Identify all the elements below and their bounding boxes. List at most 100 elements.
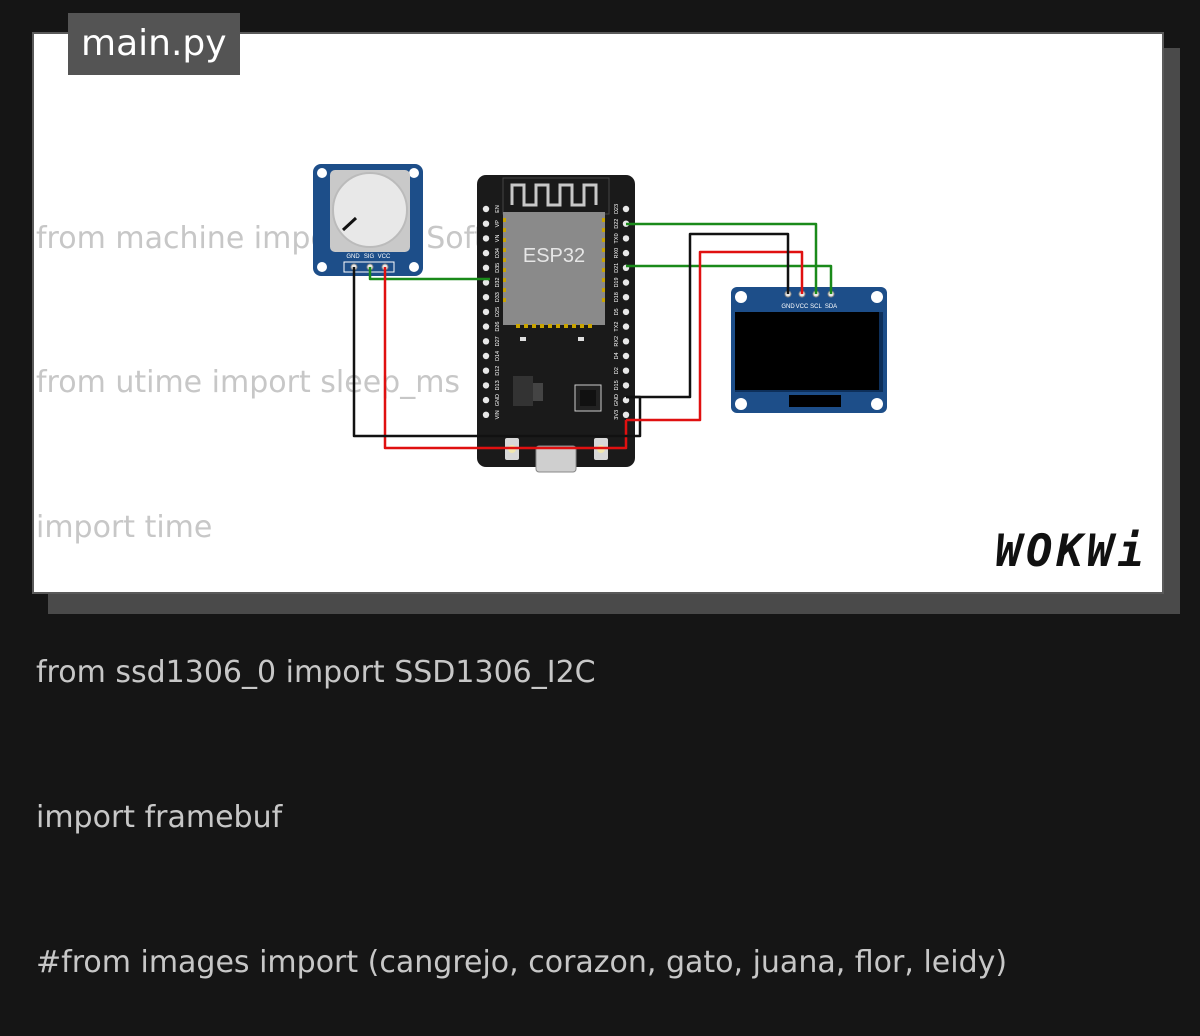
wire-pot-vcc-to-3v3[interactable] xyxy=(383,267,628,450)
esp32-pin-gnd[interactable] xyxy=(482,396,490,404)
esp32-pin-3v3[interactable] xyxy=(622,411,630,418)
esp32-pin-label: D15 xyxy=(614,380,620,390)
oled-pin-label: SDA xyxy=(825,304,837,310)
oled-pin-label: SCL xyxy=(810,304,822,310)
esp32-pin-d4[interactable] xyxy=(622,352,630,360)
esp32-pin-label: VP xyxy=(495,220,501,228)
smd-part xyxy=(520,337,526,341)
oled-display[interactable]: GND VCC SCL SDA xyxy=(731,287,887,413)
esp32-pin-d34[interactable] xyxy=(482,249,490,257)
micro-usb-port[interactable] xyxy=(535,445,577,473)
esp32-pin-label: D22 xyxy=(614,219,620,229)
esp32-pin-label: D26 xyxy=(495,322,501,332)
esp32-pin-label: 3V3 xyxy=(614,410,620,420)
wires xyxy=(352,222,833,450)
esp32-pin-label: D27 xyxy=(495,336,501,346)
esp32-pin-d2[interactable] xyxy=(622,367,630,374)
esp32-pin-d32[interactable] xyxy=(482,279,490,286)
esp32-pin-gnd[interactable] xyxy=(622,396,630,404)
esp32-pin-label: D35 xyxy=(495,263,501,273)
code-line: from utime import sleep_ms xyxy=(36,365,461,401)
file-tab[interactable]: main.py xyxy=(68,13,240,75)
esp32-pin-en[interactable] xyxy=(482,205,490,213)
potentiometer-knob[interactable] xyxy=(332,172,408,248)
code-line: import time xyxy=(36,510,213,546)
esp32-pin-label: D32 xyxy=(495,277,501,287)
esp32-pin-d14[interactable] xyxy=(482,352,490,360)
smd-part xyxy=(578,337,584,341)
code-line: from ssd1306_0 import SSD1306_I2C xyxy=(36,655,596,691)
esp32-pin-d13[interactable] xyxy=(482,382,490,389)
esp32-pin-label: D33 xyxy=(495,292,501,302)
esp32-pin-label: D5 xyxy=(614,308,620,315)
esp32-pin-label: D34 xyxy=(495,248,501,258)
esp32-pin-d5[interactable] xyxy=(622,308,630,316)
esp32-pin-label: RX2 xyxy=(614,336,620,347)
esp32-pin-label: D23 xyxy=(614,204,620,214)
wire-oled-vcc-to-3v3[interactable] xyxy=(626,250,804,422)
circuit-canvas: GND SIG VCC ESP32 xyxy=(313,164,887,473)
esp32-pin-vn[interactable] xyxy=(482,235,490,242)
esp32-pin-d19[interactable] xyxy=(622,279,630,286)
esp32-pin-rx0[interactable] xyxy=(622,249,630,257)
oled-flex-cable xyxy=(789,395,841,407)
esp32-pin-label: EN xyxy=(495,205,501,213)
esp32-pin-d35[interactable] xyxy=(482,264,490,271)
esp32-pin-label: D12 xyxy=(495,366,501,376)
mount-hole xyxy=(409,168,419,178)
esp32-pin-d27[interactable] xyxy=(482,338,490,345)
mount-hole xyxy=(409,262,419,272)
esp32-pin-tx2[interactable] xyxy=(622,323,630,330)
esp32-pin-label: D18 xyxy=(614,292,620,302)
esp32-pin-d33[interactable] xyxy=(482,294,490,301)
code-line: import framebuf xyxy=(36,800,283,836)
chip-pads xyxy=(503,218,605,328)
oled-pin-label: GND xyxy=(781,304,795,310)
wire-oled-gnd-to-gnd[interactable] xyxy=(626,232,790,399)
antenna-trace xyxy=(510,183,598,207)
wire-pot-sig-to-d34[interactable] xyxy=(368,267,490,281)
mount-hole xyxy=(317,262,327,272)
usb-uart-chip-core xyxy=(580,390,596,406)
esp32-pin-label: D2 xyxy=(614,367,620,374)
esp32-pin-label: RX0 xyxy=(614,248,620,259)
esp32-pin-vin[interactable] xyxy=(482,411,490,418)
esp32-board[interactable]: ESP32 xyxy=(477,175,635,473)
esp32-pin-d25[interactable] xyxy=(482,308,490,316)
mount-hole xyxy=(871,398,883,410)
mount-hole xyxy=(735,291,747,303)
pot-pin-label: VCC xyxy=(378,254,391,260)
esp32-pin-label: VN xyxy=(495,235,501,243)
esp32-pin-label: GND xyxy=(495,394,501,406)
esp32-pin-label: TX0 xyxy=(614,233,620,243)
esp32-pin-label: D21 xyxy=(614,263,620,273)
esp32-chip xyxy=(503,212,605,325)
mount-hole xyxy=(871,291,883,303)
esp32-pin-vp[interactable] xyxy=(482,220,490,227)
esp32-pin-label: D14 xyxy=(495,351,501,361)
pot-pin-label: SIG xyxy=(364,254,375,260)
esp32-pin-tx0[interactable] xyxy=(622,235,630,242)
esp32-pin-d26[interactable] xyxy=(482,323,490,330)
wokwi-logo: WOKWi xyxy=(995,526,1148,577)
esp32-pin-label: D4 xyxy=(614,352,620,359)
esp32-pin-label: GND xyxy=(614,394,620,406)
esp32-pin-label: D13 xyxy=(495,380,501,390)
esp32-pin-d18[interactable] xyxy=(622,294,630,301)
esp32-pin-rx2[interactable] xyxy=(622,338,630,345)
mount-hole xyxy=(317,168,327,178)
esp32-pin-d23[interactable] xyxy=(622,205,630,213)
wire-oled-sda-to-d21[interactable] xyxy=(626,264,833,294)
esp32-pin-label: TX2 xyxy=(614,322,620,332)
wire-oled-scl-to-d22[interactable] xyxy=(626,222,818,294)
oled-screen xyxy=(735,312,879,390)
esp32-chip-label: ESP32 xyxy=(523,245,585,267)
esp32-pin-label: D25 xyxy=(495,307,501,317)
esp32-pin-d12[interactable] xyxy=(482,367,490,374)
mount-hole xyxy=(735,398,747,410)
esp32-pins: ENVPVND34D35D32D33D25D26D27D14D12D13GNDV… xyxy=(482,204,630,420)
esp32-pin-d15[interactable] xyxy=(622,382,630,389)
voltage-regulator xyxy=(513,376,533,406)
potentiometer[interactable]: GND SIG VCC xyxy=(313,164,423,276)
pot-pin-label: GND xyxy=(346,254,360,260)
